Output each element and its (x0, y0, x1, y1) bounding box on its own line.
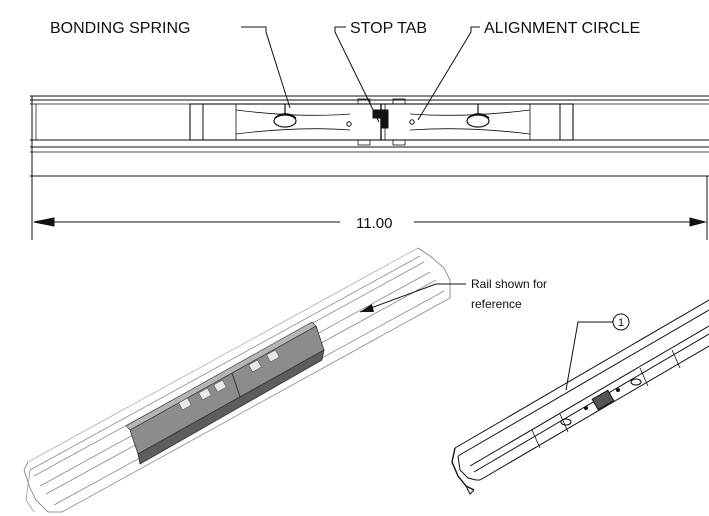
item-balloon (612, 313, 630, 331)
rail-note-line2: reference (471, 297, 522, 311)
top-view (30, 26, 709, 240)
stop-tab-label: STOP TAB (350, 20, 427, 37)
rail-elevation (30, 95, 709, 177)
splice-plan (189, 98, 574, 146)
balloon-leader (565, 321, 613, 391)
dimension-line (31, 176, 708, 240)
splice-isometric (125, 321, 325, 465)
bonding-spring-right (466, 104, 490, 128)
isometric-view-splice (451, 299, 709, 495)
isometric-view-with-rail (23, 247, 466, 513)
bonding-spring-label: BONDING SPRING (50, 20, 190, 37)
reference-rail (23, 247, 451, 513)
dimension-value: 11.00 (356, 215, 392, 232)
alignment-circle-label: ALIGNMENT CIRCLE (484, 20, 640, 37)
bonding-spring-left (273, 104, 297, 128)
callout-leaders (241, 26, 480, 123)
item-number: 1 (618, 317, 624, 329)
rail-note-leader (359, 283, 466, 313)
alignment-circle (409, 119, 415, 125)
rail-note-line1: Rail shown for (471, 277, 547, 291)
stop-tab-shape (372, 109, 389, 129)
splice-outline (451, 299, 709, 495)
